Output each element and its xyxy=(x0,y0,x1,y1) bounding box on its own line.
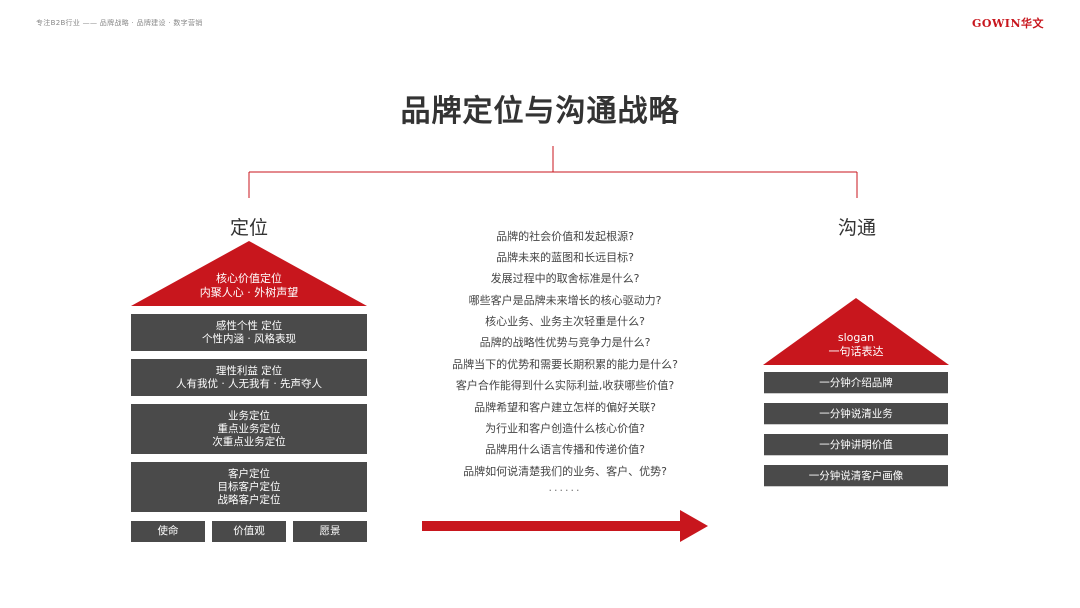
question-item: 发展过程中的取舍标准是什么? xyxy=(490,272,640,285)
base-label: 愿景 xyxy=(319,525,341,537)
right-box-label: 一分钟介绍品牌 xyxy=(819,377,893,389)
brand-logo: GOWIN华文 xyxy=(971,17,1044,30)
right-column-title: 沟通 xyxy=(837,217,876,239)
box-line: 个性内涵 · 风格表现 xyxy=(201,332,296,345)
left-base-mission: 使命 xyxy=(131,521,205,542)
left-box-rational: 理性利益 定位 人有我优 · 人无我有 · 先声夺人 xyxy=(131,359,367,396)
question-item: 品牌的战略性优势与竞争力是什么? xyxy=(479,336,651,349)
right-triangle-line1: slogan xyxy=(837,331,875,344)
right-arrow-icon xyxy=(422,510,708,542)
left-triangle-text: 核心价值定位 内聚人心 · 外树声望 xyxy=(160,272,338,300)
question-item: 品牌当下的优势和需要长期积累的能力是什么? xyxy=(452,358,678,371)
right-box-label: 一分钟说清客户画像 xyxy=(808,470,904,482)
box-line: 人有我优 · 人无我有 · 先声夺人 xyxy=(175,377,323,390)
box-line: 客户定位 xyxy=(228,467,270,480)
left-column-title: 定位 xyxy=(229,217,268,239)
question-item: 品牌未来的蓝图和长远目标? xyxy=(496,251,634,264)
left-box-customer: 客户定位 目标客户定位 战略客户定位 xyxy=(131,462,367,512)
question-item: 为行业和客户创造什么核心价值? xyxy=(485,422,645,435)
box-line: 次重点业务定位 xyxy=(212,435,286,448)
question-item: 哪些客户是品牌未来增长的核心驱动力? xyxy=(468,294,662,307)
question-item: 品牌如何说清楚我们的业务、客户、优势? xyxy=(463,465,667,478)
left-box-emotional: 感性个性 定位 个性内涵 · 风格表现 xyxy=(131,314,367,351)
box-line: 目标客户定位 xyxy=(217,480,281,493)
question-ellipsis: ...... xyxy=(548,481,582,494)
right-roof-triangle xyxy=(763,298,949,365)
right-triangle-line2: 一句话表达 xyxy=(828,345,884,358)
question-item: 品牌用什么语言传播和传递价值? xyxy=(485,443,645,456)
right-box-customer: 一分钟说清客户画像 xyxy=(764,465,948,487)
left-base-values: 价值观 xyxy=(212,521,286,542)
right-box-label: 一分钟说清业务 xyxy=(819,408,893,420)
right-box-label: 一分钟讲明价值 xyxy=(819,439,893,451)
left-triangle-line1: 核心价值定位 xyxy=(216,272,282,285)
base-label: 价值观 xyxy=(233,525,265,537)
page-title: 品牌定位与沟通战略 xyxy=(400,94,680,129)
left-roof-triangle xyxy=(131,241,367,306)
right-box-value: 一分钟讲明价值 xyxy=(764,434,948,456)
left-box-business: 业务定位 重点业务定位 次重点业务定位 xyxy=(131,404,367,454)
question-item: 品牌希望和客户建立怎样的偏好关联? xyxy=(474,401,656,414)
right-box-business: 一分钟说清业务 xyxy=(764,403,948,425)
left-base-vision: 愿景 xyxy=(293,521,367,542)
box-line: 战略客户定位 xyxy=(217,493,281,506)
right-box-intro-brand: 一分钟介绍品牌 xyxy=(764,372,948,394)
box-line: 感性个性 定位 xyxy=(215,319,283,332)
box-line: 重点业务定位 xyxy=(217,422,281,435)
header-tagline: 专注B2B行业 —— 品牌战略 · 品牌建设 · 数字营销 xyxy=(36,19,203,27)
base-label: 使命 xyxy=(157,525,179,537)
question-item: 客户合作能得到什么实际利益,收获哪些价值? xyxy=(455,379,675,392)
right-triangle-text: slogan 一句话表达 xyxy=(796,331,916,359)
question-item: 核心业务、业务主次轻重是什么? xyxy=(485,315,645,328)
box-line: 理性利益 定位 xyxy=(215,364,283,377)
left-triangle-line2: 内聚人心 · 外树声望 xyxy=(199,286,299,299)
box-line: 业务定位 xyxy=(228,409,270,422)
question-item: 品牌的社会价值和发起根源? xyxy=(496,230,634,243)
